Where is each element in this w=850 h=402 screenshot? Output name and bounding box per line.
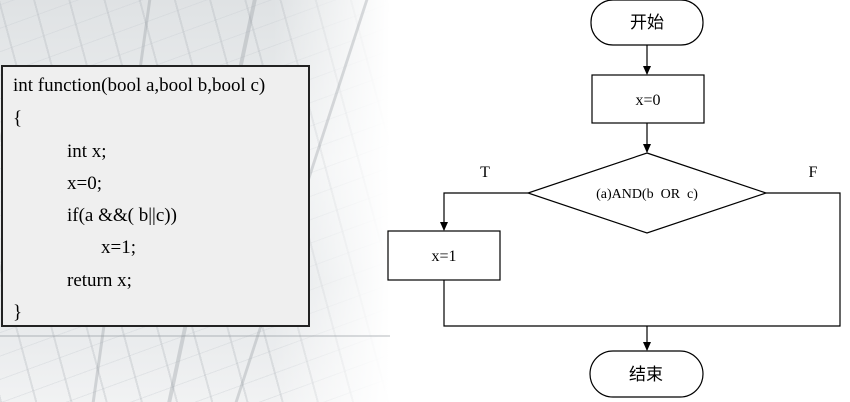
- end-label: 结束: [629, 365, 663, 384]
- assign-x1-label: x=1: [431, 248, 456, 265]
- start-label: 开始: [630, 13, 664, 32]
- line-true-merge: [444, 280, 647, 326]
- arrow-true-branch: [444, 193, 528, 230]
- decision-label: (a)AND(b OR c): [596, 187, 698, 202]
- true-label: T: [480, 164, 490, 181]
- assign-x0-label: x=0: [635, 92, 660, 109]
- false-label: F: [809, 164, 818, 181]
